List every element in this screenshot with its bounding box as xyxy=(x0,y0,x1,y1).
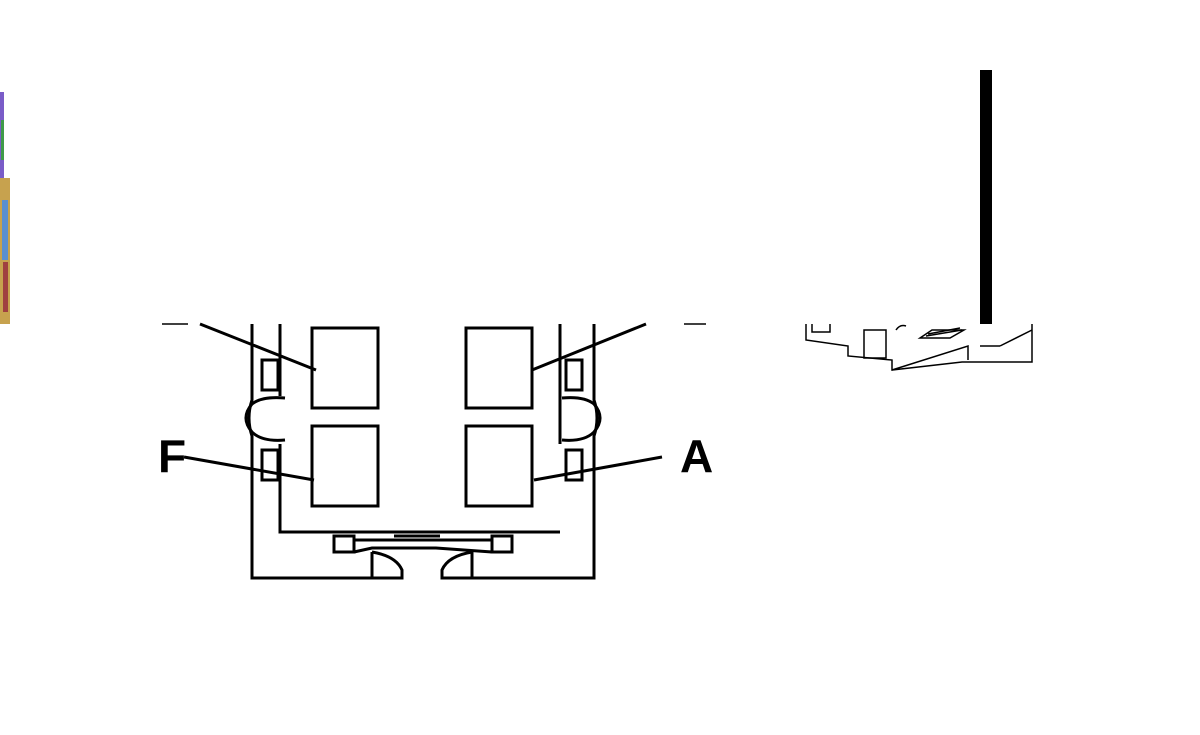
cavity-bottom-right xyxy=(464,424,534,508)
left-lower-slot xyxy=(260,448,280,482)
leader-lines xyxy=(183,322,663,482)
housing-left-wall xyxy=(247,324,372,580)
callout-label-A: A xyxy=(680,430,713,482)
housing-right-wall xyxy=(472,324,599,580)
right-lower-slot xyxy=(564,448,584,482)
right-upper-slot xyxy=(564,358,584,392)
cavity-top-left xyxy=(310,326,380,410)
left-latch-bump xyxy=(244,396,286,442)
cavity-bottom-left xyxy=(310,424,380,508)
cavity-top-right xyxy=(464,326,534,410)
callout-label-F: F xyxy=(158,430,186,482)
leader-top-right xyxy=(531,322,647,372)
vertical-probe-bar xyxy=(980,70,992,324)
left-edge-artifact xyxy=(0,92,10,324)
inner-left-rail xyxy=(278,324,562,534)
leader-F xyxy=(183,455,315,482)
leader-A xyxy=(533,455,663,482)
left-upper-slot xyxy=(260,358,280,392)
leader-top-left xyxy=(199,322,317,372)
bottom-lock-feature xyxy=(332,534,514,580)
connector-side-view-partial xyxy=(805,70,1033,371)
right-latch-bump xyxy=(561,396,602,442)
connector-front-view xyxy=(244,324,602,580)
